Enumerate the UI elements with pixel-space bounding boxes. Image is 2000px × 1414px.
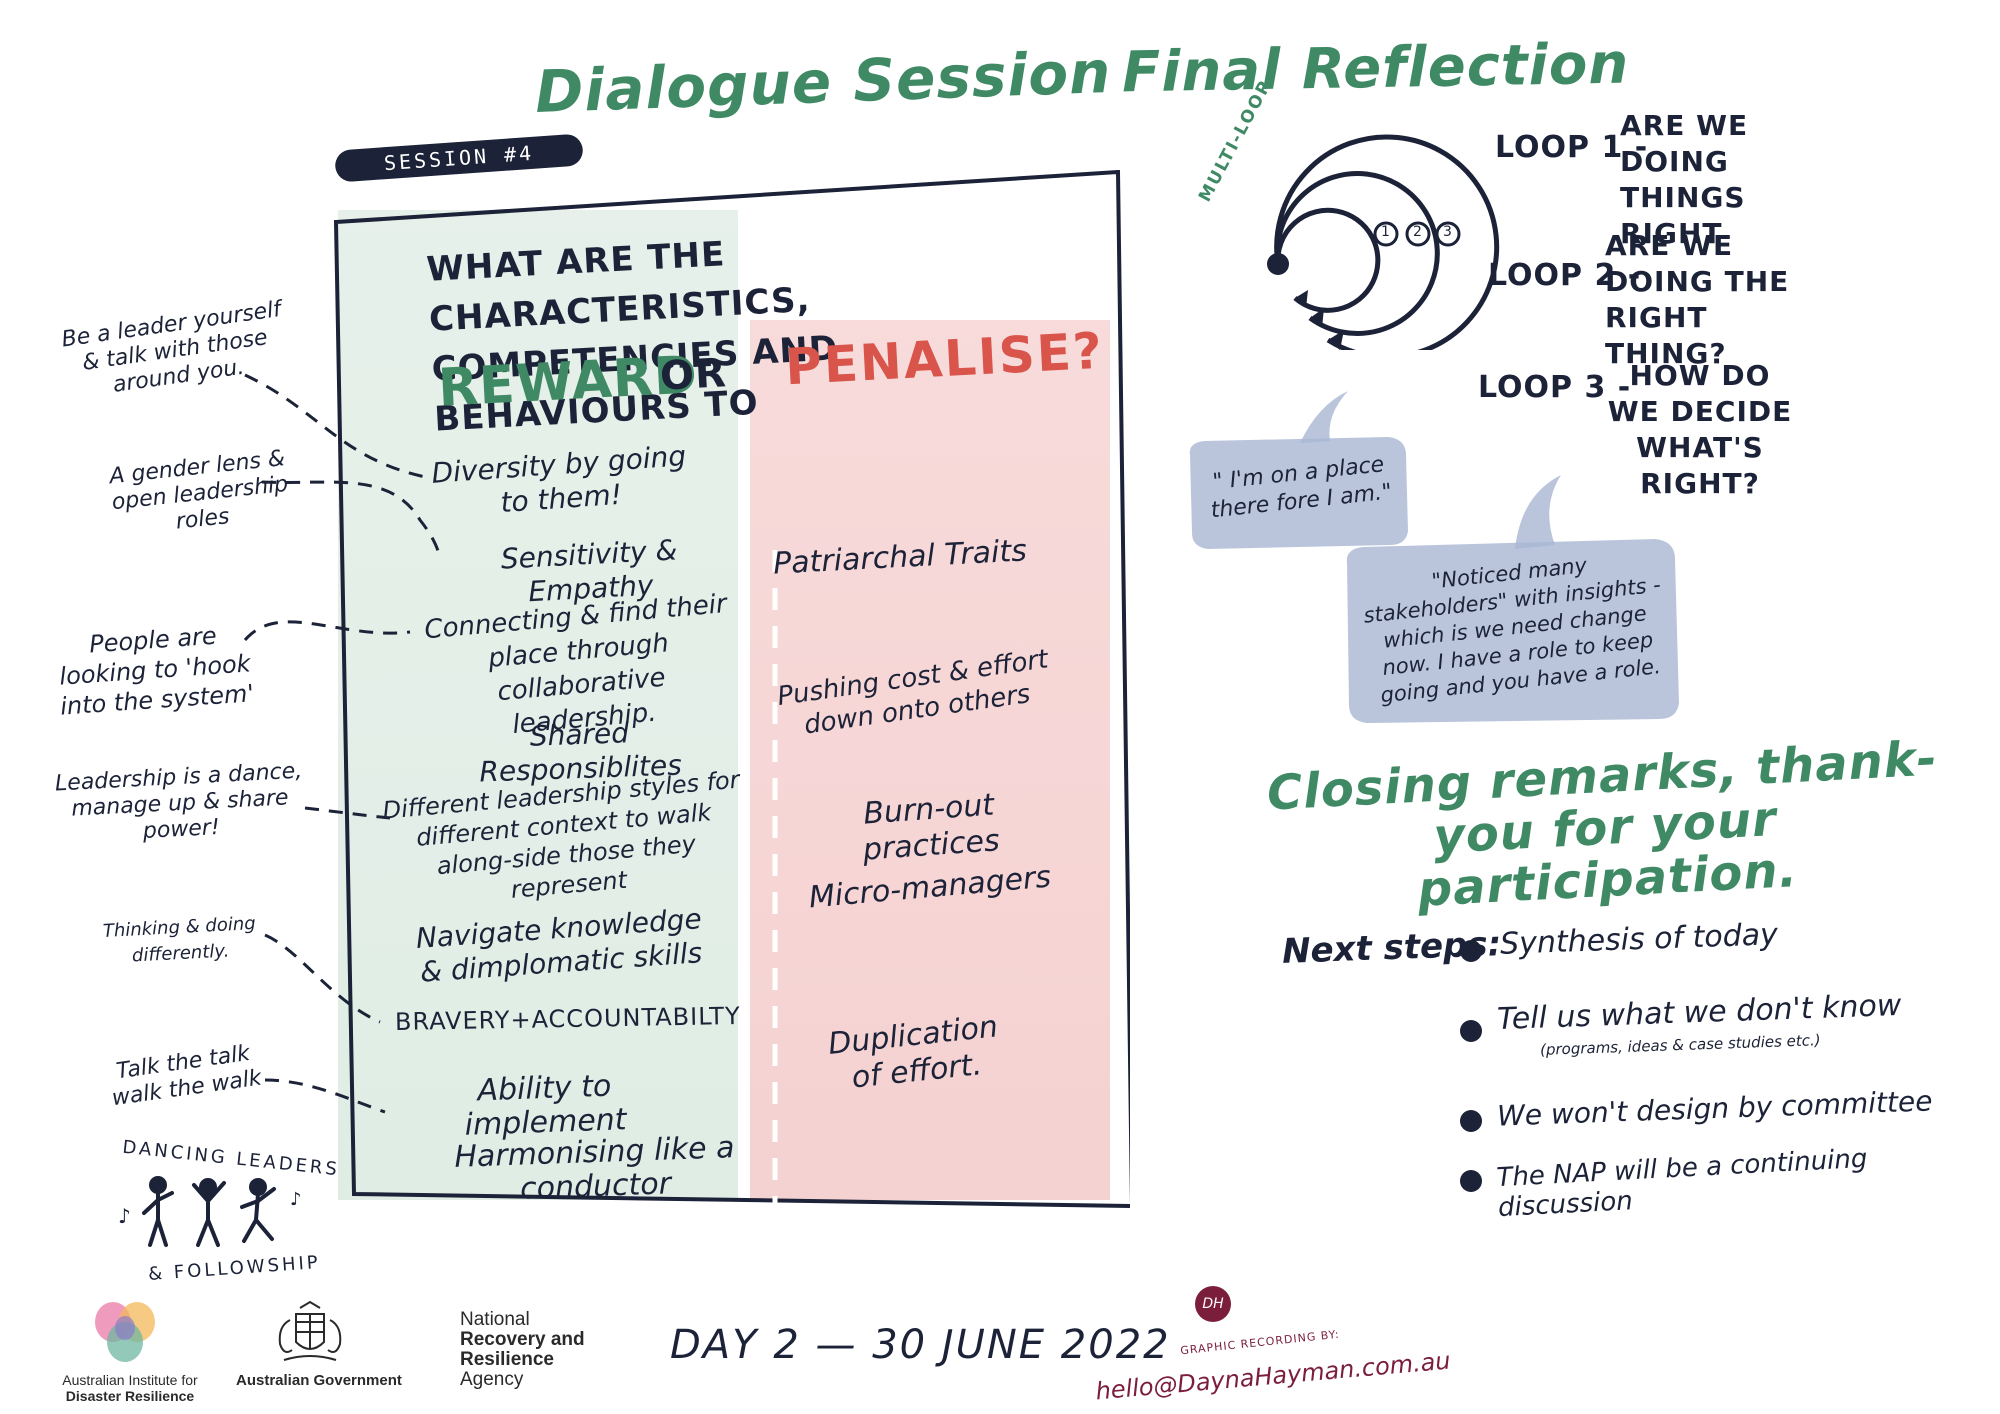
dancing-label-bottom: & FOLLOWSHIP <box>147 1251 322 1286</box>
next-step-item: The NAP will be a continuing discussion <box>1495 1143 1869 1224</box>
nrra-line: Recovery and <box>460 1329 585 1350</box>
aidr-line: Disaster Resilience <box>65 1388 195 1404</box>
nrra-name: National Recovery and Resilience Agency <box>460 1310 585 1390</box>
or-label: OR <box>658 350 728 400</box>
bullet-icon <box>1460 1170 1482 1192</box>
loop-2-name: LOOP 2 - <box>1488 258 1642 293</box>
closing-remarks: Closing remarks, thank-you for your part… <box>1265 730 1939 918</box>
loop-number: 2 <box>1413 224 1422 240</box>
dancing-label-top: DANCING LEADERS <box>121 1136 341 1181</box>
loop-2-text: ARE WE DOING THE RIGHT THING? <box>1605 229 1790 370</box>
aidr-name: Australian Institute for Disaster Resili… <box>50 1372 210 1404</box>
svg-text:♪: ♪ <box>290 1189 302 1210</box>
loop-3-name: LOOP 3 - <box>1478 370 1632 405</box>
dancing-figures-icon: ♪ ♪ <box>118 1176 302 1247</box>
nrra-line: Agency <box>460 1369 524 1390</box>
session-date: DAY 2 — 30 JUNE 2022 <box>670 1322 1171 1368</box>
recorder-label: GRAPHIC RECORDING BY: <box>1179 1327 1341 1358</box>
bullet-icon <box>1460 940 1482 962</box>
coat-of-arms-icon <box>278 1300 342 1361</box>
question-board <box>333 170 1130 1210</box>
speech-bubble <box>1346 475 1679 723</box>
loop-number: 1 <box>1381 224 1390 240</box>
loop-1-name: LOOP 1 - <box>1495 130 1649 165</box>
speech-bubble <box>1189 391 1408 549</box>
dialogue-session-title: Dialogue Session <box>533 37 1113 127</box>
loop-3-text: HOW DO WE DECIDE WHAT'S RIGHT? <box>1607 359 1793 500</box>
bullet-icon <box>1460 1020 1482 1042</box>
loop-1-text: ARE WE DOING THINGS RIGHT <box>1620 109 1749 250</box>
loop-number: 3 <box>1443 224 1452 240</box>
aidr-line: Australian Institute for <box>62 1372 198 1388</box>
nrra-line: Resilience <box>460 1349 554 1370</box>
multi-loop-diagram <box>1267 134 1500 350</box>
connector-lines <box>243 373 442 1114</box>
next-step-item: We won't design by committee <box>1496 1084 1933 1133</box>
nrra-line: National <box>460 1309 530 1330</box>
gov-name: Australian Government <box>236 1372 402 1389</box>
svg-text:♪: ♪ <box>118 1204 131 1228</box>
aidr-logo-icon <box>95 1302 155 1362</box>
reward-item: Harmonising like a conductor <box>453 1130 736 1207</box>
bullet-icon <box>1460 1110 1482 1132</box>
recorder-monogram: DH <box>1195 1286 1231 1322</box>
final-reflection-title: Final Reflection <box>1121 31 1630 106</box>
next-step-item: Tell us what we don't know <box>1496 987 1902 1038</box>
next-step-item: Synthesis of today <box>1499 917 1779 962</box>
next-step-sub-note: (programs, ideas & case studies etc.) <box>1539 1031 1821 1059</box>
